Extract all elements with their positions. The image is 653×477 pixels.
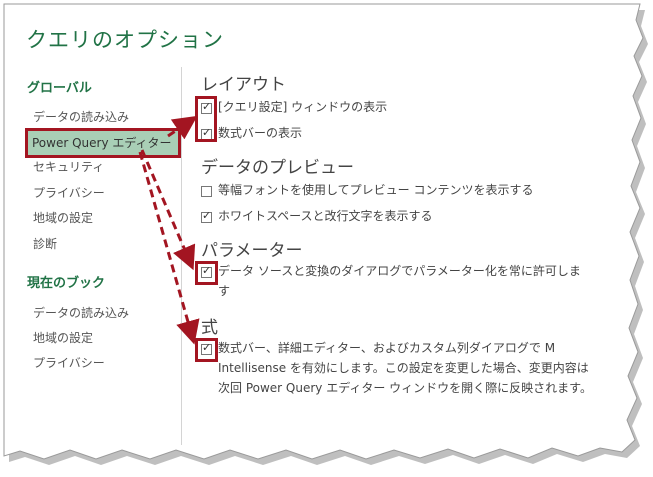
section-heading-formula: 式: [201, 318, 218, 338]
sidebar-item-privacy[interactable]: プライバシー: [33, 186, 105, 200]
checkbox-show-whitespace[interactable]: ✓: [201, 209, 212, 223]
sidebar-item-data-load[interactable]: データの読み込み: [33, 110, 130, 124]
checkmark-icon: ✓: [202, 209, 212, 222]
checkbox-allow-parameterization[interactable]: ✓: [201, 264, 212, 278]
option-label-show-whitespace: ホワイトスペースと改行文字を表示する: [218, 209, 433, 223]
section-heading-data-preview: データのプレビュー: [201, 158, 354, 178]
sidebar-item-diagnostics[interactable]: 診断: [33, 237, 58, 251]
sidebar-heading-global: グローバル: [27, 81, 92, 96]
sidebar-item-power-query-editor[interactable]: Power Query エディター: [25, 128, 181, 158]
checkmark-icon: ✓: [202, 341, 212, 354]
checkbox-query-settings[interactable]: ✓: [201, 100, 212, 114]
sidebar-item-security[interactable]: セキュリティ: [33, 160, 105, 174]
option-label-allow-parameterization-line1: データ ソースと変換のダイアログでパラメーター化を常に許可しま: [218, 264, 581, 278]
option-label-query-settings: [クエリ設定] ウィンドウの表示: [218, 100, 388, 114]
section-heading-layout: レイアウト: [201, 75, 286, 95]
checkbox-monospace-font[interactable]: [201, 186, 212, 197]
option-label-monospace-font: 等幅フォントを使用してプレビュー コンテンツを表示する: [218, 183, 534, 197]
checkmark-icon: ✓: [202, 264, 212, 277]
sidebar-item-workbook-regional-settings[interactable]: 地域の設定: [33, 331, 94, 345]
sidebar-divider: [181, 67, 182, 445]
option-label-m-intellisense-line1: 数式バー、詳細エディター、およびカスタム列ダイアログで M: [218, 341, 556, 355]
sidebar-heading-current-workbook: 現在のブック: [27, 276, 106, 291]
dialog-title: クエリのオプション: [26, 28, 224, 52]
option-label-m-intellisense-line3: 次回 Power Query エディター ウィンドウを開く際に反映されます。: [218, 381, 592, 395]
sidebar-item-workbook-data-load[interactable]: データの読み込み: [33, 306, 130, 320]
highlight-box-formula: [195, 338, 218, 362]
sidebar-item-workbook-privacy[interactable]: プライバシー: [33, 356, 105, 370]
section-heading-parameters: パラメーター: [201, 241, 303, 261]
option-label-formula-bar: 数式バーの表示: [218, 126, 303, 140]
sidebar-item-regional-settings[interactable]: 地域の設定: [33, 211, 94, 225]
option-label-m-intellisense-line2: Intellisense を有効にします。この設定を変更した場合、変更内容は: [218, 361, 589, 375]
highlight-box-parameters: [195, 261, 218, 285]
option-label-allow-parameterization-line2: す: [218, 284, 231, 298]
checkmark-icon: ✓: [202, 100, 212, 113]
highlight-box-layout: [195, 96, 217, 142]
checkbox-m-intellisense[interactable]: ✓: [201, 341, 212, 355]
checkmark-icon: ✓: [202, 126, 212, 139]
